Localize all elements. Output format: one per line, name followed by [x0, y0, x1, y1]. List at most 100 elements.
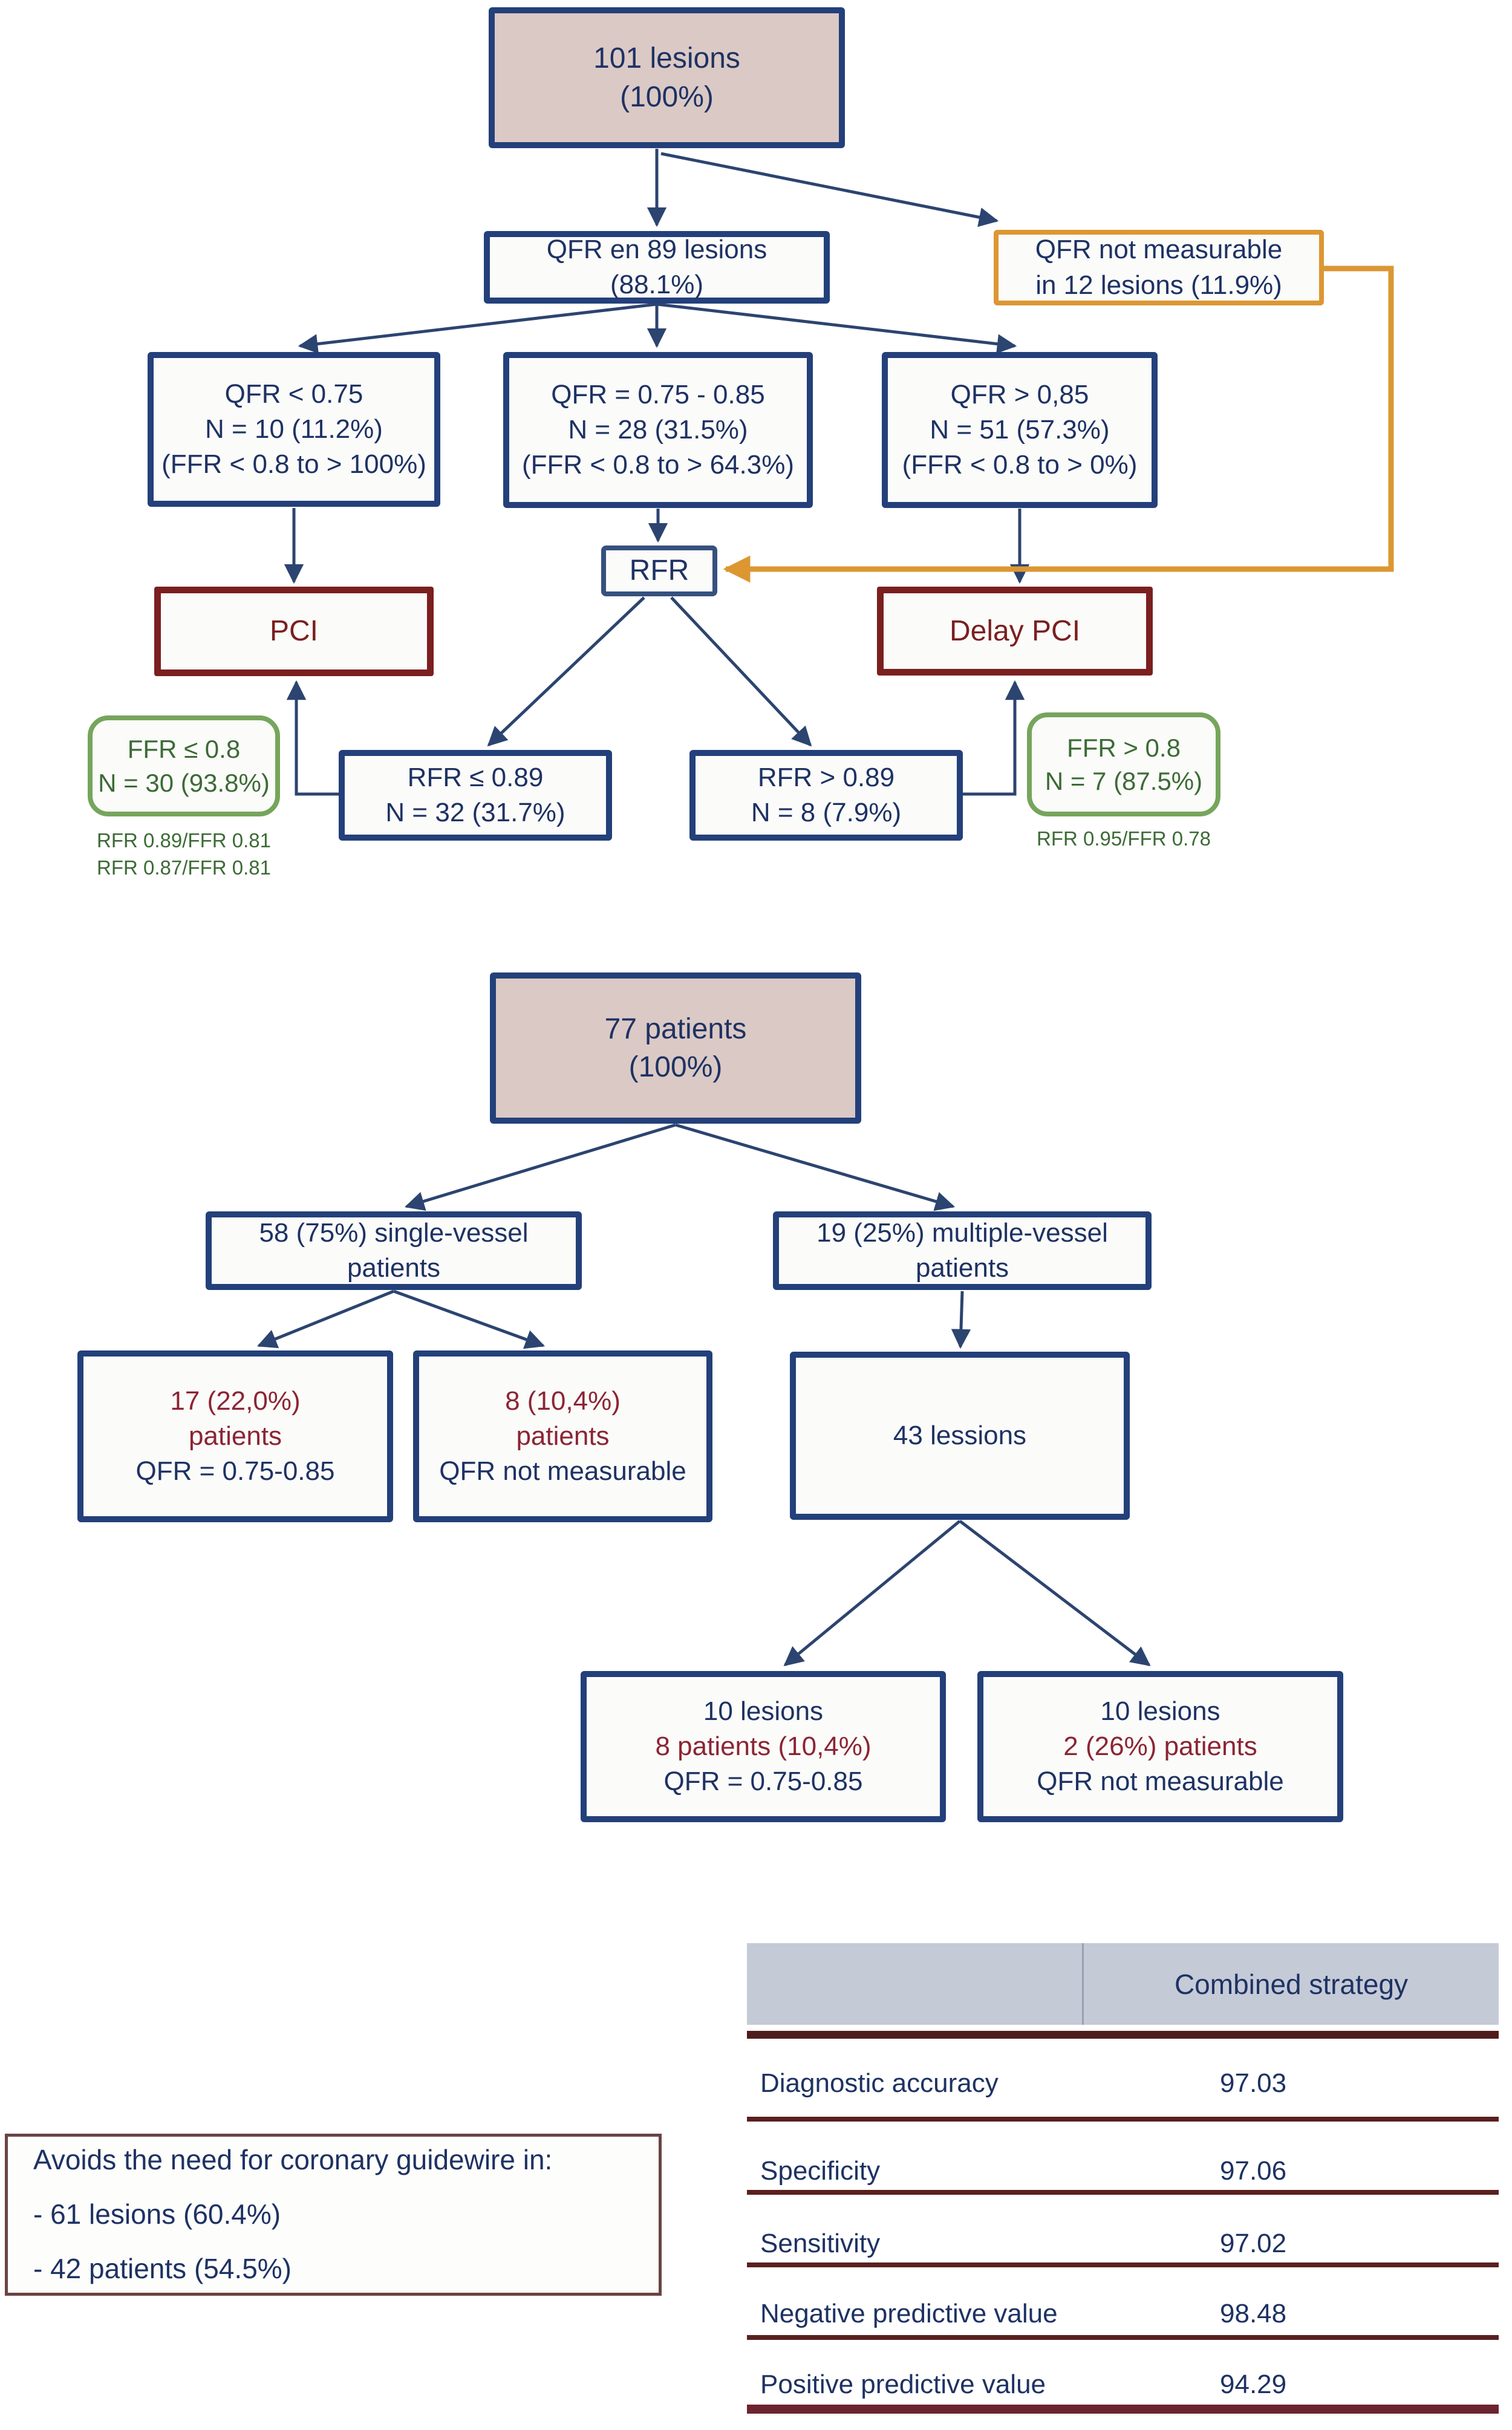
rfr-box: RFR [601, 546, 717, 596]
qfr-measured-line1: QFR en 89 lesions [546, 234, 767, 264]
qfr-not-measurable-line1: QFR not measurable [1035, 235, 1283, 265]
total-patients-box: 77 patients (100%) [490, 972, 861, 1124]
table-row: Specificity 97.06 [747, 2153, 1499, 2189]
pci-box: PCI [154, 587, 434, 676]
row-value-negative-predictive-value: 98.48 [1220, 2299, 1287, 2328]
table-rule [747, 2262, 1499, 2267]
total-lesions-line1: 101 lesions [593, 42, 740, 75]
qfr-mid-line2: N = 28 (31.5%) [568, 414, 748, 445]
qfr-low-line3: (FFR < 0.8 to > 100%) [161, 449, 426, 480]
qfr-mid-line1: QFR = 0.75 - 0.85 [551, 379, 765, 409]
row-label-diagnostic-accuracy: Diagnostic accuracy [760, 2068, 999, 2098]
table-rule-top [747, 2031, 1499, 2039]
multiple-vessel-box: 19 (25%) multiple-vessel patients [773, 1211, 1152, 1290]
qfr-mid-box: QFR = 0.75 - 0.85 N = 28 (31.5%) (FFR < … [503, 352, 813, 508]
ffr-le-line2: N = 30 (93.8%) [98, 768, 270, 797]
qfr-mid-line3: (FFR < 0.8 to > 64.3%) [522, 450, 794, 480]
patients-8-line2: patients [516, 1421, 610, 1451]
guidewire-avoidance-line1: Avoids the need for coronary guidewire i… [33, 2144, 553, 2176]
row-value-specificity: 97.06 [1220, 2156, 1287, 2186]
table-rule [747, 2335, 1499, 2340]
lesions-10-qfr-line1: 10 lesions [703, 1696, 824, 1726]
rfr-gt-line2: N = 8 (7.9%) [751, 798, 902, 827]
delay-pci-box: Delay PCI [877, 587, 1153, 676]
delay-pci-label: Delay PCI [949, 614, 1081, 647]
single-vessel-line2: patients [347, 1253, 441, 1283]
rfr-gt-box: RFR > 0.89 N = 8 (7.9%) [689, 750, 963, 841]
single-vessel-line1: 58 (75%) single-vessel [259, 1217, 529, 1248]
results-table-header-title: Combined strategy [1174, 1968, 1409, 2000]
ffr-gt-line2: N = 7 (87.5%) [1044, 767, 1203, 795]
patients-17-line1: 17 (22,0%) [170, 1386, 301, 1416]
qfr-measured-line2: (88.1%) [610, 270, 704, 299]
lesions-10-qfr-line2: 8 patients (10,4%) [655, 1731, 872, 1761]
qfr-low-line1: QFR < 0.75 [224, 379, 363, 409]
ffr-le-note: RFR 0.89/FFR 0.81 RFR 0.87/FFR 0.81 [69, 827, 299, 882]
table-rule [747, 2117, 1499, 2122]
table-rule [747, 2190, 1499, 2195]
row-value-sensitivity: 97.02 [1220, 2229, 1287, 2258]
row-label-sensitivity: Sensitivity [760, 2229, 881, 2258]
ffr-gt-note1: RFR 0.95/FFR 0.78 [1037, 827, 1211, 850]
ffr-le-note2: RFR 0.87/FFR 0.81 [97, 856, 271, 879]
single-vessel-box: 58 (75%) single-vessel patients [206, 1211, 582, 1290]
table-row: Negative predictive value 98.48 [747, 2296, 1499, 2332]
patients-17-line2: patients [188, 1421, 282, 1451]
qfr-not-measurable-box: QFR not measurable in 12 lesions (11.9%) [994, 230, 1324, 305]
patients-8-line3: QFR not measurable [439, 1456, 686, 1487]
lesions-10-nm-line3: QFR not measurable [1037, 1767, 1284, 1797]
rfr-le-box: RFR ≤ 0.89 N = 32 (31.7%) [339, 750, 612, 841]
qfr-low-line2: N = 10 (11.2%) [205, 414, 383, 444]
patients-17-box: 17 (22,0%) patients QFR = 0.75-0.85 [77, 1350, 393, 1522]
pci-label: PCI [269, 615, 318, 648]
rfr-le-line2: N = 32 (31.7%) [385, 798, 565, 827]
ffr-gt-line1: FFR > 0.8 [1067, 733, 1181, 762]
qfr-low-box: QFR < 0.75 N = 10 (11.2%) (FFR < 0.8 to … [148, 352, 440, 507]
row-value-positive-predictive-value: 94.29 [1220, 2370, 1287, 2399]
table-row: Diagnostic accuracy 97.03 [747, 2065, 1499, 2102]
rfr-le-line1: RFR ≤ 0.89 [407, 762, 544, 792]
row-label-negative-predictive-value: Negative predictive value [760, 2299, 1058, 2328]
lesions-10-nm-box: 10 lesions 2 (26%) patients QFR not meas… [977, 1671, 1343, 1822]
ffr-le-box: FFR ≤ 0.8 N = 30 (93.8%) [88, 715, 280, 816]
ffr-le-line1: FFR ≤ 0.8 [127, 735, 241, 764]
patients-8-box: 8 (10,4%) patients QFR not measurable [413, 1350, 712, 1522]
total-patients-line1: 77 patients [604, 1012, 747, 1045]
ffr-gt-box: FFR > 0.8 N = 7 (87.5%) [1027, 712, 1220, 816]
qfr-measured-box: QFR en 89 lesions (88.1%) [484, 231, 830, 304]
qfr-high-line3: (FFR < 0.8 to > 0%) [902, 450, 1138, 480]
ffr-gt-note: RFR 0.95/FFR 0.78 [1009, 826, 1239, 853]
qfr-not-measurable-line2: in 12 lesions (11.9%) [1035, 270, 1282, 300]
guidewire-avoidance-line2: - 61 lesions (60.4%) [33, 2198, 281, 2230]
row-label-positive-predictive-value: Positive predictive value [760, 2370, 1046, 2399]
table-row: Sensitivity 97.02 [747, 2226, 1499, 2262]
lesions-43-box: 43 lessions [790, 1352, 1130, 1520]
table-rule-bottom [747, 2405, 1499, 2414]
rfr-gt-line1: RFR > 0.89 [757, 762, 895, 792]
table-row: Positive predictive value 94.29 [747, 2366, 1499, 2403]
results-table-header-empty-cell [747, 1943, 1084, 2025]
multiple-vessel-line2: patients [915, 1253, 1009, 1283]
results-table-header: Combined strategy [747, 1943, 1499, 2025]
patients-8-line1: 8 (10,4%) [505, 1386, 621, 1416]
row-value-diagnostic-accuracy: 97.03 [1220, 2068, 1287, 2098]
lesions-10-qfr-box: 10 lesions 8 patients (10,4%) QFR = 0.75… [581, 1671, 946, 1822]
ffr-le-note1: RFR 0.89/FFR 0.81 [97, 829, 271, 852]
lesions-43-line1: 43 lessions [893, 1420, 1027, 1450]
multiple-vessel-line1: 19 (25%) multiple-vessel [816, 1217, 1108, 1248]
lesions-10-nm-line1: 10 lesions [1100, 1696, 1220, 1726]
total-patients-line2: (100%) [628, 1051, 723, 1083]
guidewire-avoidance-line3: - 42 patients (54.5%) [33, 2252, 292, 2284]
rfr-label: RFR [629, 555, 689, 587]
patients-17-line3: QFR = 0.75-0.85 [135, 1456, 335, 1487]
total-lesions-line2: (100%) [620, 80, 714, 113]
guidewire-avoidance-box: Avoids the need for coronary guidewire i… [5, 2134, 662, 2296]
row-label-specificity: Specificity [760, 2156, 881, 2186]
qfr-high-box: QFR > 0,85 N = 51 (57.3%) (FFR < 0.8 to … [882, 352, 1158, 508]
total-lesions-box: 101 lesions (100%) [489, 7, 845, 148]
qfr-high-line1: QFR > 0,85 [950, 379, 1089, 409]
lesions-10-nm-line2: 2 (26%) patients [1063, 1731, 1257, 1761]
lesions-10-qfr-line3: QFR = 0.75-0.85 [663, 1767, 863, 1797]
